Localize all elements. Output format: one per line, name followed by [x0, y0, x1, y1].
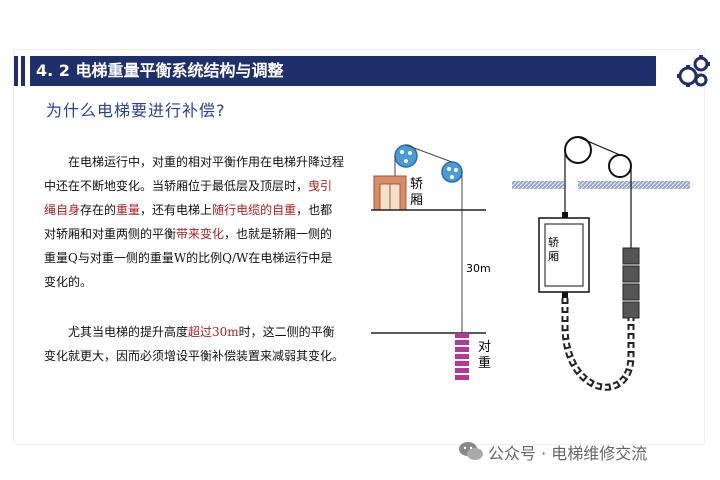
highlight-text: 重量: [116, 203, 141, 217]
header-stripe: [14, 56, 18, 86]
floor-slab: [512, 181, 564, 189]
highlight-text: 曳引绳自身: [44, 179, 333, 217]
slide-subtitle: 为什么电梯要进行补偿?: [46, 101, 226, 120]
counterweight-label: 对 重: [478, 340, 492, 371]
header-stripe: [21, 56, 25, 86]
highlight-text: 超过30m: [188, 325, 239, 339]
text: 在电梯运行中，对重的相对平衡作用在电梯升降过程中还在不断地变化。当轿厢位于最低层…: [44, 155, 345, 193]
highlight-text: 带来变化: [176, 227, 225, 241]
text: 时，这二侧的平衡变化就更大，因而必须增设平衡补偿装置来减弱其变化。: [44, 325, 345, 363]
text: ，也就是轿厢一侧的重量Q与对重一侧的重量W的比例Q/W在电梯运行中是变化的。: [44, 227, 333, 289]
watermark-text: 公众号 · 电梯维修交流: [488, 444, 648, 463]
floor-slab: [578, 181, 690, 189]
car-label: 轿 厢: [410, 177, 424, 208]
paragraph-balance: 在电梯运行中，对重的相对平衡作用在电梯升降过程中还在不断地变化。当轿厢位于最低层…: [44, 150, 344, 294]
wechat-icon: [459, 442, 483, 460]
text: 存在的: [80, 203, 117, 217]
section-title: 4. 2 电梯重量平衡系统结构与调整: [30, 56, 656, 86]
elevator-diagram-compensation: [512, 136, 690, 391]
elevator-diagram-simple: [371, 144, 486, 380]
paragraph-height: 尤其当电梯的提升高度超过30m时，这二侧的平衡变化就更大，因而必须增设平衡补偿装…: [44, 320, 344, 368]
height-label: 30m: [466, 262, 491, 275]
text: ，还有电梯上: [140, 203, 213, 217]
gears-icon: [677, 55, 710, 87]
car-label: 轿 厢: [548, 236, 559, 263]
deflector-sheave: [608, 154, 632, 178]
counterweight: [455, 333, 469, 380]
counterweight: [622, 247, 640, 319]
compensation-chain: [561, 298, 635, 391]
highlight-text: 随行电缆的自重: [212, 203, 297, 217]
text: ，也都对轿厢和对重两侧的平衡: [44, 203, 333, 241]
text: 尤其当电梯的提升高度: [68, 325, 189, 339]
